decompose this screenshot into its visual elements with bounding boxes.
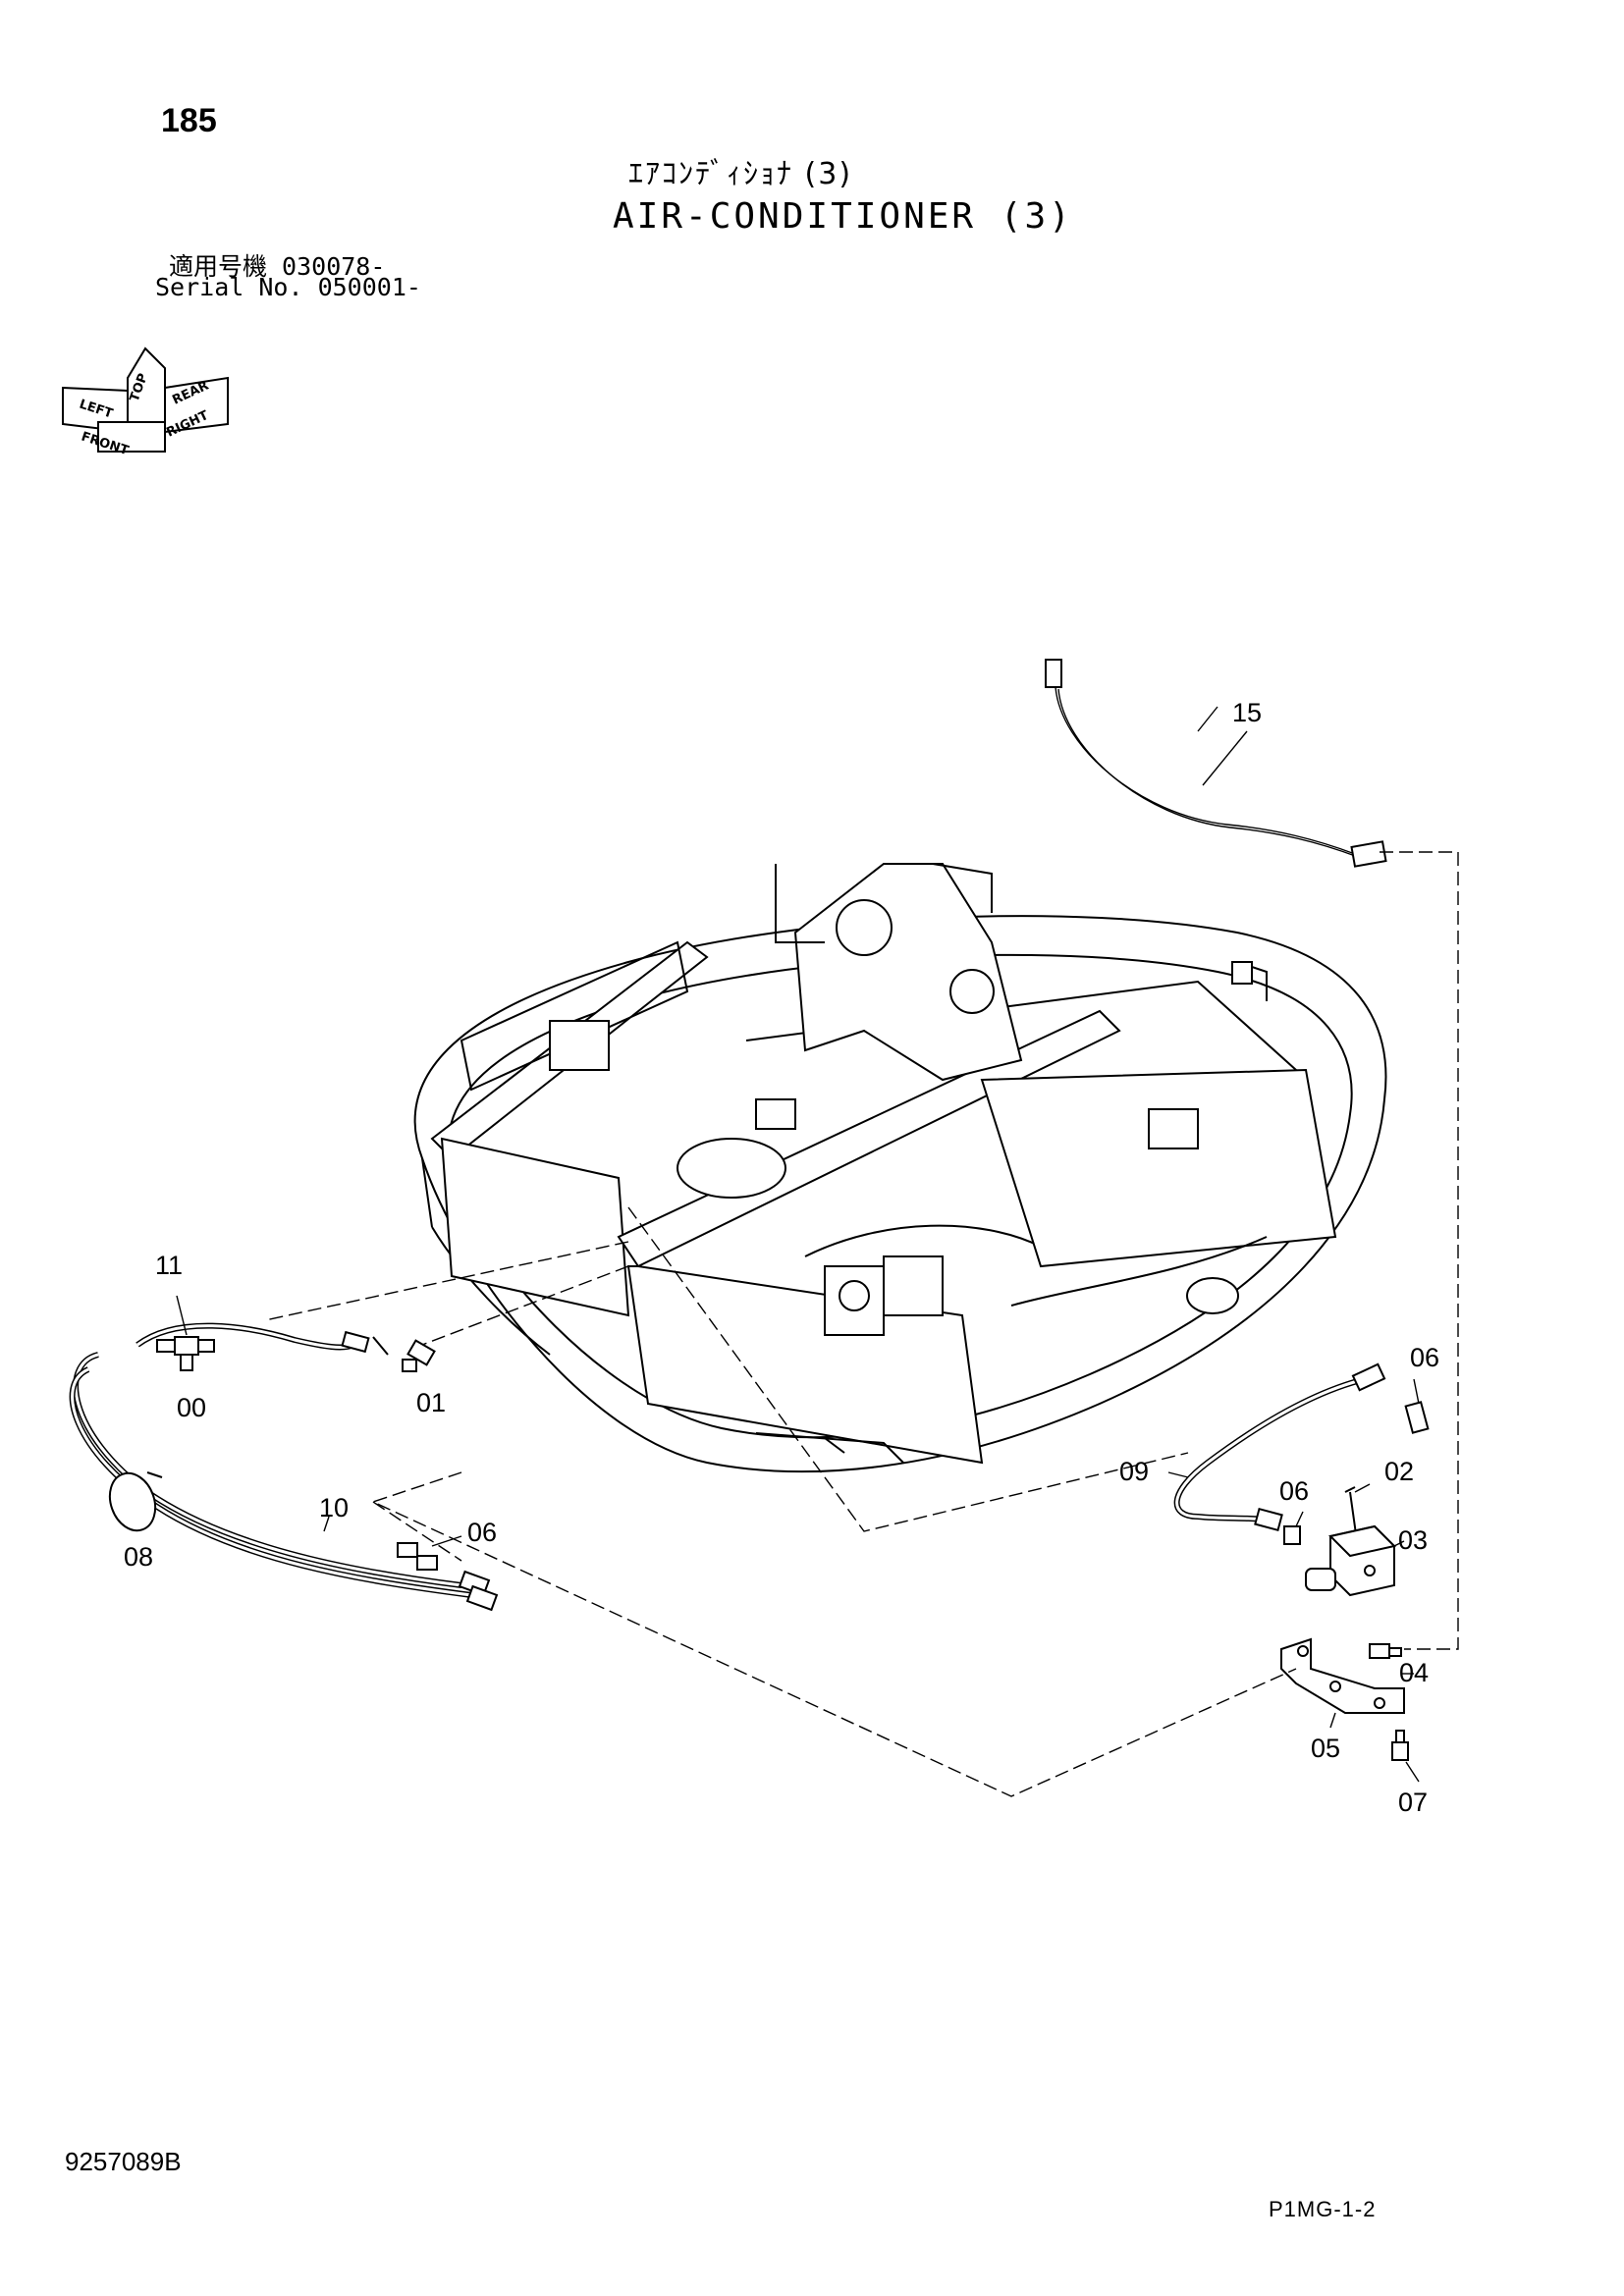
page-code: P1MG-1-2 xyxy=(1269,2197,1377,2221)
bracket-05 xyxy=(1280,1637,1405,1714)
hose-09 xyxy=(1173,1362,1386,1532)
valve-block-03 xyxy=(1305,1524,1396,1597)
callout-06-a: 06 xyxy=(1410,1343,1439,1372)
bolt-07 xyxy=(1391,1730,1409,1761)
serial-english: Serial No. 050001- xyxy=(155,273,421,301)
callout-01: 01 xyxy=(416,1388,446,1417)
callout-04: 04 xyxy=(1399,1658,1429,1687)
callout-02: 02 xyxy=(1384,1457,1414,1486)
clamp-08 xyxy=(108,1471,163,1532)
leader-lines xyxy=(176,730,1420,1783)
fitting-06-left xyxy=(397,1542,438,1571)
document-code: 9257089B xyxy=(65,2147,182,2176)
reference-lines xyxy=(264,851,1459,1797)
fitting-01 xyxy=(402,1339,436,1372)
title-english: AIR-CONDITIONER (3) xyxy=(613,196,1073,237)
page-number: 185 xyxy=(161,102,217,139)
fitting-00 xyxy=(156,1336,215,1371)
callout-00: 00 xyxy=(177,1393,206,1422)
callout-03: 03 xyxy=(1398,1525,1428,1555)
callout-07: 07 xyxy=(1398,1788,1428,1817)
callout-05: 05 xyxy=(1311,1734,1340,1763)
callout-10: 10 xyxy=(319,1493,349,1522)
hoses-left xyxy=(69,1322,499,1612)
fitting-06-right xyxy=(1283,1401,1430,1545)
callout-06-b: 06 xyxy=(1279,1476,1309,1506)
title-japanese: ｴｱｺﾝﾃﾞｨｼｮﾅ (3) xyxy=(628,157,853,191)
callout-08: 08 xyxy=(124,1542,153,1572)
callout-15: 15 xyxy=(1232,698,1262,727)
orientation-arrows-icon: TOP FRONT RIGHT LEFT REAR xyxy=(62,347,229,458)
bolt-04 xyxy=(1369,1643,1402,1659)
serial-japanese: 適用号機 030078- xyxy=(169,252,386,281)
main-frame xyxy=(413,863,1387,1473)
callout-06-c: 06 xyxy=(467,1518,497,1547)
harness-15 xyxy=(1045,659,1387,868)
callout-09: 09 xyxy=(1119,1457,1149,1486)
callout-11: 11 xyxy=(155,1251,183,1280)
